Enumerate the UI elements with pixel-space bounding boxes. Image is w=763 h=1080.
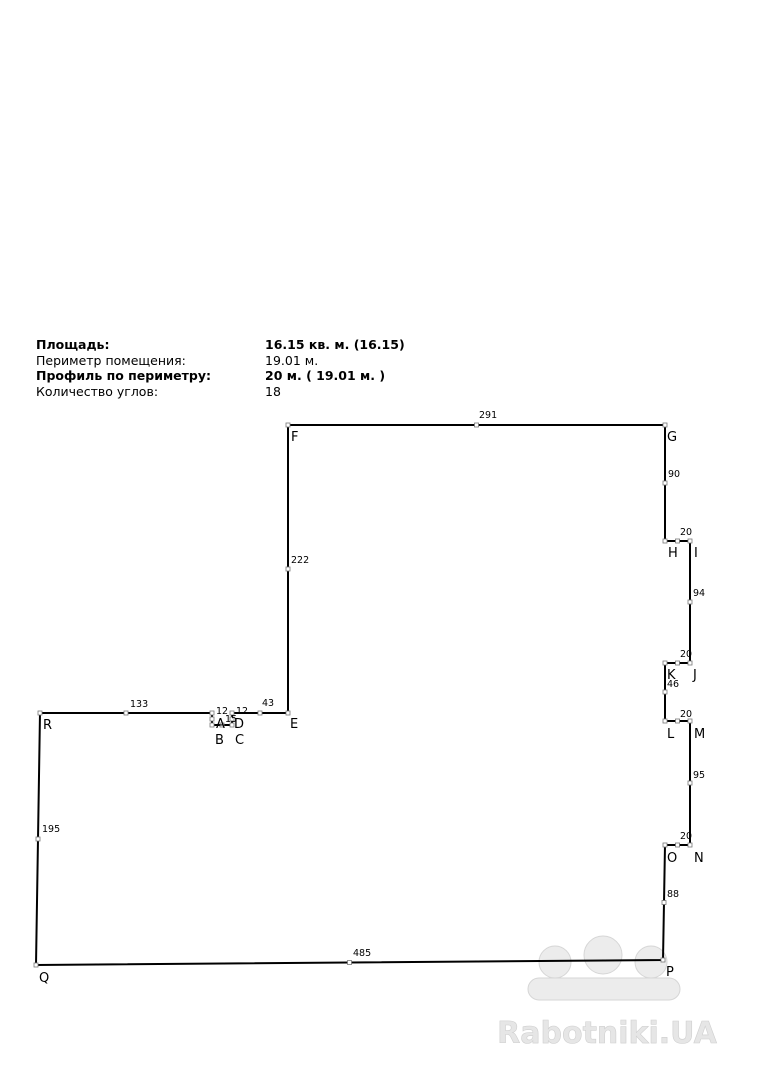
corner-label-h: H xyxy=(668,546,678,561)
midpoint-marker-fg xyxy=(474,422,479,428)
corner-label-j: J xyxy=(692,668,697,683)
wall-length-bc: 15 xyxy=(225,714,237,725)
profile-label: Профиль по периметру: xyxy=(36,368,211,383)
corner-marker-k xyxy=(662,660,668,666)
corner-marker-p xyxy=(660,957,666,963)
midpoint-marker-kl xyxy=(662,689,668,695)
perimeter-value: 19.01 м. xyxy=(265,352,319,368)
room-summary: Площадь: 16.15 кв. м. (16.15) Периметр п… xyxy=(36,337,456,399)
wall-length-jk: 20 xyxy=(680,649,692,660)
workers-logo-icon xyxy=(527,935,681,1001)
midpoint-marker-cd xyxy=(229,716,235,722)
midpoint-marker-gh xyxy=(662,480,668,486)
corner-label-e: E xyxy=(290,717,298,732)
wall-length-ra: 133 xyxy=(130,699,148,710)
corner-label-d: D xyxy=(234,717,244,732)
wall-length-qr: 195 xyxy=(42,824,60,835)
midpoint-marker-jk xyxy=(675,660,680,666)
watermark: Rabotniki.UA xyxy=(497,935,718,1051)
wall-length-mn: 95 xyxy=(693,770,705,781)
wall-length-de: 43 xyxy=(262,698,274,709)
midpoint-marker-bc xyxy=(219,722,225,728)
perimeter-label: Периметр помещения: xyxy=(36,352,186,368)
midpoint-marker-ra xyxy=(123,710,129,716)
corner-marker-d xyxy=(229,710,235,716)
area-label: Площадь: xyxy=(36,337,110,352)
corner-label-q: Q xyxy=(39,971,49,986)
corner-label-i: I xyxy=(694,546,698,561)
corners-label: Количество углов: xyxy=(36,383,159,399)
wall-length-ij: 94 xyxy=(693,588,705,599)
wall-length-op: 88 xyxy=(667,889,679,900)
corner-marker-e xyxy=(285,710,291,716)
wall-length-ef: 222 xyxy=(291,555,309,566)
wall-length-hi: 20 xyxy=(680,527,692,538)
wall-length-cd: 12 xyxy=(236,706,248,717)
wall-length-gh: 90 xyxy=(668,469,680,480)
corner-marker-o xyxy=(662,842,668,848)
corner-markers xyxy=(33,422,693,968)
corner-marker-n xyxy=(687,842,693,848)
corner-label-c: C xyxy=(235,733,244,748)
midpoint-marker-ij xyxy=(687,599,693,605)
summary-row-area: Площадь: 16.15 кв. м. (16.15) xyxy=(36,337,456,353)
wall-midpoints xyxy=(35,422,693,965)
corner-label-f: F xyxy=(291,430,298,445)
corner-label-r: R xyxy=(43,718,52,733)
profile-value: 20 м. ( 19.01 м. ) xyxy=(265,368,386,383)
corner-label-l: L xyxy=(667,727,675,742)
wall-length-lm: 20 xyxy=(680,709,692,720)
corner-marker-i xyxy=(687,538,693,544)
corner-label-p: P xyxy=(666,965,674,980)
corner-marker-l xyxy=(662,718,668,724)
corner-label-m: M xyxy=(694,727,705,742)
corner-label-b: B xyxy=(215,733,224,748)
midpoint-marker-pq xyxy=(347,960,352,965)
corner-marker-f xyxy=(285,422,291,428)
corner-marker-j xyxy=(687,660,693,666)
summary-row-perimeter: Периметр помещения: 19.01 м. xyxy=(36,353,456,369)
area-value: 16.15 кв. м. (16.15) xyxy=(265,337,405,352)
room-outline xyxy=(34,424,691,967)
midpoint-marker-ab xyxy=(209,716,215,722)
watermark-text: Rabotniki.UA xyxy=(497,1016,717,1051)
midpoint-marker-ef xyxy=(285,566,291,572)
corner-marker-a xyxy=(209,710,215,716)
summary-row-corners: Количество углов: 18 xyxy=(36,384,456,400)
wall-length-fg: 291 xyxy=(479,410,497,421)
corner-label-g: G xyxy=(667,430,677,445)
wall-length-no: 20 xyxy=(680,831,692,842)
corner-marker-m xyxy=(687,718,693,724)
corner-label-k: K xyxy=(667,668,676,683)
corner-marker-q xyxy=(33,962,39,968)
midpoint-marker-no xyxy=(675,842,680,848)
wall-length-ab: 12 xyxy=(216,706,228,717)
midpoint-marker-qr xyxy=(35,836,41,842)
corner-label-n: N xyxy=(694,851,704,866)
corner-marker-g xyxy=(662,422,668,428)
corner-label-o: O xyxy=(667,851,677,866)
corner-marker-h xyxy=(662,538,668,544)
wall-length-kl: 46 xyxy=(667,679,679,690)
corners-value: 18 xyxy=(265,383,281,399)
corner-label-a: A xyxy=(216,717,225,732)
summary-row-profile: Профиль по периметру: 20 м. ( 19.01 м. ) xyxy=(36,368,456,384)
corner-marker-c xyxy=(229,722,235,728)
corner-marker-b xyxy=(209,722,215,728)
corner-marker-r xyxy=(37,710,43,716)
midpoint-marker-lm xyxy=(675,718,680,724)
midpoint-marker-op xyxy=(661,900,667,905)
midpoint-marker-de xyxy=(257,710,263,716)
wall-length-pq: 485 xyxy=(353,948,371,959)
midpoint-marker-mn xyxy=(687,780,693,786)
midpoint-marker-hi xyxy=(675,538,680,544)
